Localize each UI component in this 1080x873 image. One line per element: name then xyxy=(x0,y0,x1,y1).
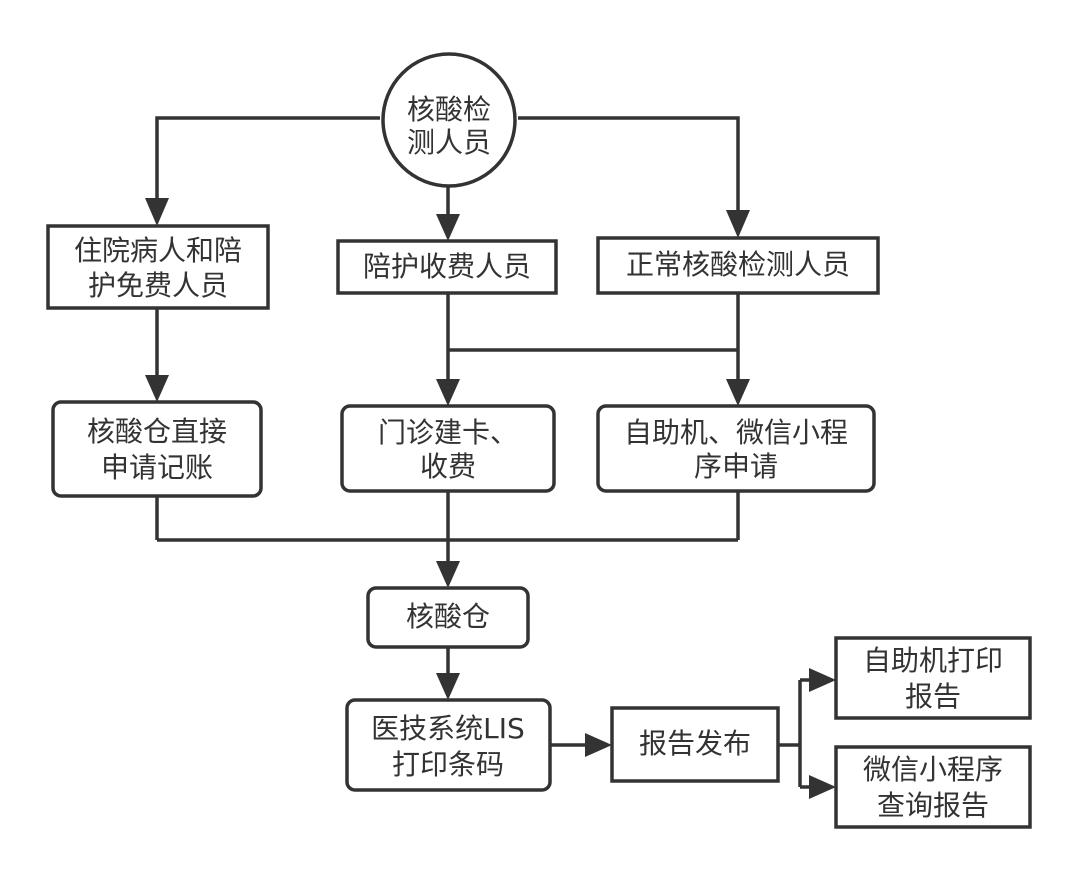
node-wechat-query-line1: 微信小程序 xyxy=(863,753,1003,786)
node-inpatient: 住院病人和陪 护免费人员 xyxy=(46,224,270,310)
node-direct-billing: 核酸仓直接 申请记账 xyxy=(51,400,263,498)
node-self-service-apply-line1: 自助机、微信小程 xyxy=(624,416,848,449)
node-wechat-query: 微信小程序 查询报告 xyxy=(834,745,1032,829)
node-wechat-query-line2: 查询报告 xyxy=(877,789,989,822)
node-normal-test: 正常核酸检测人员 xyxy=(596,236,880,295)
arrow-to-wechat-query xyxy=(809,775,836,799)
connector-start-left xyxy=(155,116,380,200)
node-outpatient-card: 门诊建卡、 收费 xyxy=(340,404,556,493)
node-paid-escort-line1: 陪护收费人员 xyxy=(363,250,531,283)
node-start: 核酸检 测人员 xyxy=(381,52,517,188)
arrow-to-normal-test xyxy=(726,210,750,238)
node-outpatient-card-line1: 门诊建卡、 xyxy=(378,416,518,449)
arrow-to-direct-billing xyxy=(145,375,169,402)
node-start-line1: 核酸检 xyxy=(407,93,491,126)
node-outpatient-card-line2: 收费 xyxy=(420,450,476,483)
node-start-line2: 测人员 xyxy=(407,126,491,159)
node-inpatient-line2: 护免费人员 xyxy=(88,269,228,302)
node-kiosk-print-line2: 报告 xyxy=(905,680,961,713)
arrow-to-inpatient xyxy=(145,198,169,226)
connector-start-right xyxy=(518,116,740,212)
arrow-to-cabin xyxy=(436,561,460,588)
node-direct-billing-line1: 核酸仓直接 xyxy=(87,415,227,448)
node-report-publish-line1: 报告发布 xyxy=(639,727,751,760)
node-nat-cabin: 核酸仓 xyxy=(366,586,530,649)
node-lis-print-line1: 医技系统LIS xyxy=(371,712,525,745)
node-direct-billing-line2: 申请记账 xyxy=(101,451,213,484)
connectors xyxy=(155,116,812,789)
node-self-service-apply-line2: 序申请 xyxy=(694,450,778,483)
node-paid-escort: 陪护收费人员 xyxy=(336,239,558,295)
node-lis-print: 医技系统LIS 打印条码 xyxy=(345,698,552,792)
node-nat-cabin-line1: 核酸仓 xyxy=(406,600,490,633)
arrow-to-self-service xyxy=(726,379,750,406)
arrowheads xyxy=(145,198,836,799)
node-lis-print-line2: 打印条码 xyxy=(392,748,504,781)
arrow-to-lis xyxy=(436,673,460,700)
node-inpatient-line1: 住院病人和陪 xyxy=(74,234,242,267)
arrow-to-report xyxy=(585,733,612,757)
node-report-publish: 报告发布 xyxy=(610,706,780,783)
node-self-service-apply: 自助机、微信小程 序申请 xyxy=(596,404,876,493)
arrow-to-kiosk-print xyxy=(809,668,836,692)
arrow-to-outpatient xyxy=(436,379,460,406)
node-kiosk-print: 自助机打印 报告 xyxy=(834,636,1032,720)
node-normal-test-line1: 正常核酸检测人员 xyxy=(626,248,850,281)
arrow-to-paid-escort xyxy=(436,214,460,241)
node-kiosk-print-line1: 自助机打印 xyxy=(863,644,1003,677)
